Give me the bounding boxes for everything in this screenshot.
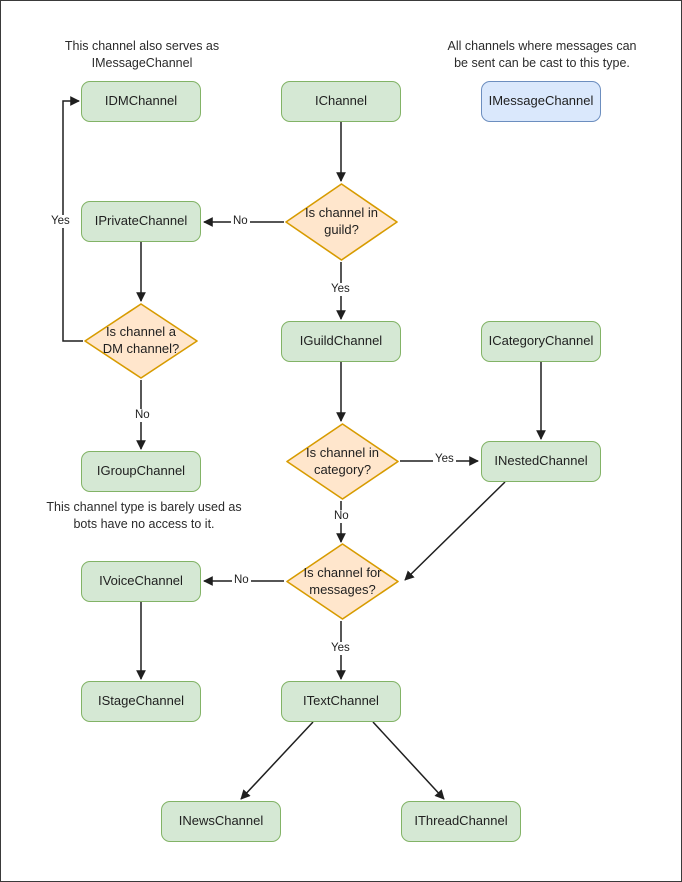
decision-in-category-label: Is channel in category? xyxy=(306,444,379,477)
node-ithread-channel[interactable]: IThreadChannel xyxy=(401,801,521,842)
decision-is-dm-label: Is channel a DM channel? xyxy=(102,324,180,356)
decision-in-guild[interactable]: Is channel in guild? xyxy=(284,182,399,262)
edge-label-for-messages-yes: Yes xyxy=(329,642,352,655)
edge-itext-to-ithread xyxy=(372,721,445,800)
node-istage-channel[interactable]: IStageChannel xyxy=(81,681,201,722)
edge-label-is-dm-yes: Yes xyxy=(49,215,72,228)
edge-label-in-category-yes: Yes xyxy=(433,453,456,466)
node-igroup-channel[interactable]: IGroupChannel xyxy=(81,451,201,492)
edge-label-in-category-no: No xyxy=(332,510,351,523)
diamond-shape-in-category xyxy=(286,423,399,500)
note-group-channel: This channel type is barely used as bots… xyxy=(46,500,242,531)
edge-label-in-guild-no: No xyxy=(231,215,250,228)
node-idm-channel[interactable]: IDMChannel xyxy=(81,81,201,122)
node-iprivate-channel[interactable]: IPrivateChannel xyxy=(81,201,201,242)
decision-for-messages-label: Is channel for messages? xyxy=(303,564,382,597)
node-icategory-channel[interactable]: ICategoryChannel xyxy=(481,321,601,362)
node-ivoice-channel[interactable]: IVoiceChannel xyxy=(81,561,201,602)
decision-in-category[interactable]: Is channel in category? xyxy=(285,422,400,501)
edge-itext-to-inews xyxy=(240,721,314,800)
diamond-shape-for-messages xyxy=(286,543,399,620)
node-inews-channel[interactable]: INewsChannel xyxy=(161,801,281,842)
edge-label-in-guild-yes: Yes xyxy=(329,283,352,296)
node-itext-channel[interactable]: ITextChannel xyxy=(281,681,401,722)
diamond-shape-is-dm xyxy=(84,303,198,379)
diamond-shape-in-guild xyxy=(285,183,398,261)
decision-in-guild-label: Is channel in guild? xyxy=(305,205,378,237)
node-ichannel[interactable]: IChannel xyxy=(281,81,401,122)
node-inested-channel[interactable]: INestedChannel xyxy=(481,441,601,482)
node-imessage-channel[interactable]: IMessageChannel xyxy=(481,81,601,122)
edge-label-is-dm-no: No xyxy=(133,409,152,422)
edge-inested-to-for-messages xyxy=(404,481,506,581)
edge-label-for-messages-no: No xyxy=(232,574,251,587)
decision-is-dm[interactable]: Is channel a DM channel? xyxy=(83,302,199,380)
decision-for-messages[interactable]: Is channel for messages? xyxy=(285,542,400,621)
note-message-channel: All channels where messages can be sent … xyxy=(447,39,637,70)
note-dm-channel: This channel also serves as IMessageChan… xyxy=(64,39,220,70)
node-iguild-channel[interactable]: IGuildChannel xyxy=(281,321,401,362)
